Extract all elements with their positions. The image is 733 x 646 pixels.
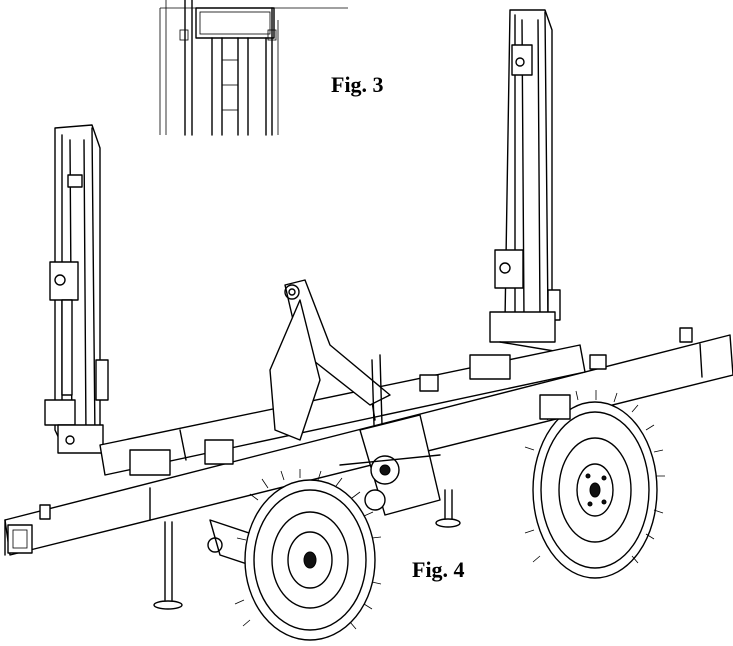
- left-stanchion: [44, 124, 109, 454]
- support-legs: [153, 489, 461, 610]
- fig4-label: Fig. 4: [412, 557, 465, 582]
- right-stanchion: [489, 9, 561, 353]
- front-wheel: [234, 469, 382, 641]
- drive-gearbox: [339, 414, 441, 516]
- fig3-drawing: [159, 0, 348, 136]
- fig3-label: Fig. 3: [331, 72, 384, 97]
- rear-wheel: [524, 390, 665, 579]
- fig4-drawing: [4, 9, 733, 641]
- rail-brackets: [129, 354, 607, 476]
- drawbar-frame: [269, 279, 391, 441]
